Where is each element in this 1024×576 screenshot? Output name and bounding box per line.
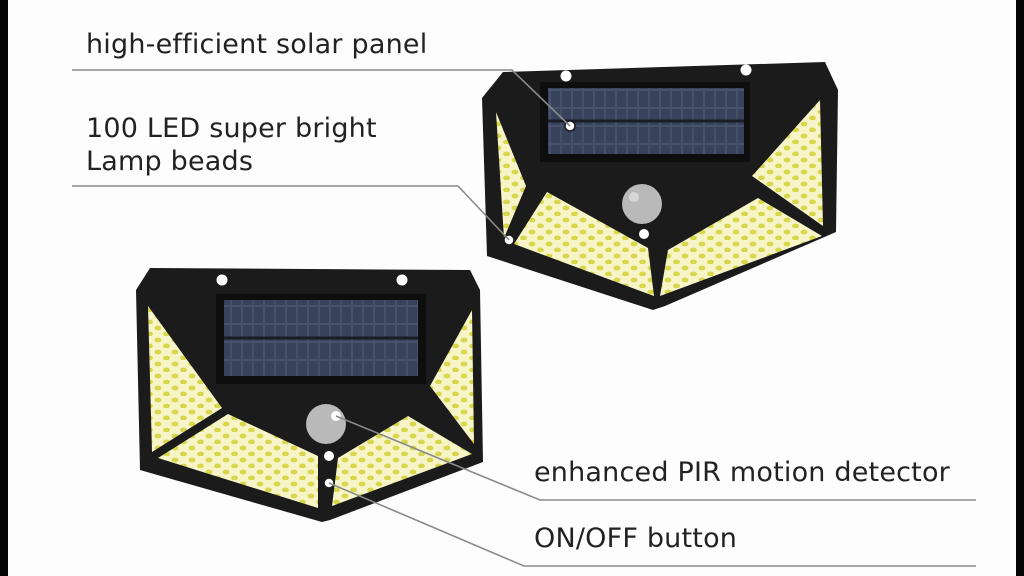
label-pir-detector: enhanced PIR motion detector <box>534 457 950 488</box>
leader-led-beads <box>72 185 510 241</box>
left-edge-bar <box>0 0 8 576</box>
solar-light-front <box>136 268 483 522</box>
label-solar-panel: high-efficient solar panel <box>86 29 428 60</box>
solar-light-back <box>482 62 838 310</box>
back-led-panel-bottom-left <box>514 192 654 296</box>
leader-solar-panel <box>72 69 571 127</box>
label-onoff-button: ON/OFF button <box>534 523 738 554</box>
front-led-panel-bottom-right <box>332 416 472 506</box>
front-mount-hole-right <box>396 274 408 286</box>
leader-onoff <box>328 482 976 567</box>
front-led-panel-bottom-left <box>158 414 318 508</box>
label-led-beads: 100 LED super bright Lamp beads <box>86 112 377 178</box>
back-led-panel-left <box>496 112 526 238</box>
back-pir-sensor <box>622 184 662 224</box>
front-pir-sensor <box>306 404 346 444</box>
back-led-panel-right <box>752 100 823 226</box>
front-mount-hole-left <box>216 274 228 286</box>
right-edge-bar <box>1016 0 1024 576</box>
back-onoff-button <box>639 229 649 239</box>
leader-pir <box>335 415 976 501</box>
back-led-panel-bottom-right <box>660 198 822 296</box>
back-mount-hole-left <box>560 70 572 82</box>
back-mount-hole-right <box>740 64 752 76</box>
leader-lines <box>72 69 976 567</box>
front-onoff-button <box>324 451 334 461</box>
label-led-line1: 100 LED super bright <box>86 113 377 144</box>
label-led-line2: Lamp beads <box>86 146 254 177</box>
front-led-panel-left <box>148 306 222 452</box>
front-led-panel-right <box>430 310 474 444</box>
